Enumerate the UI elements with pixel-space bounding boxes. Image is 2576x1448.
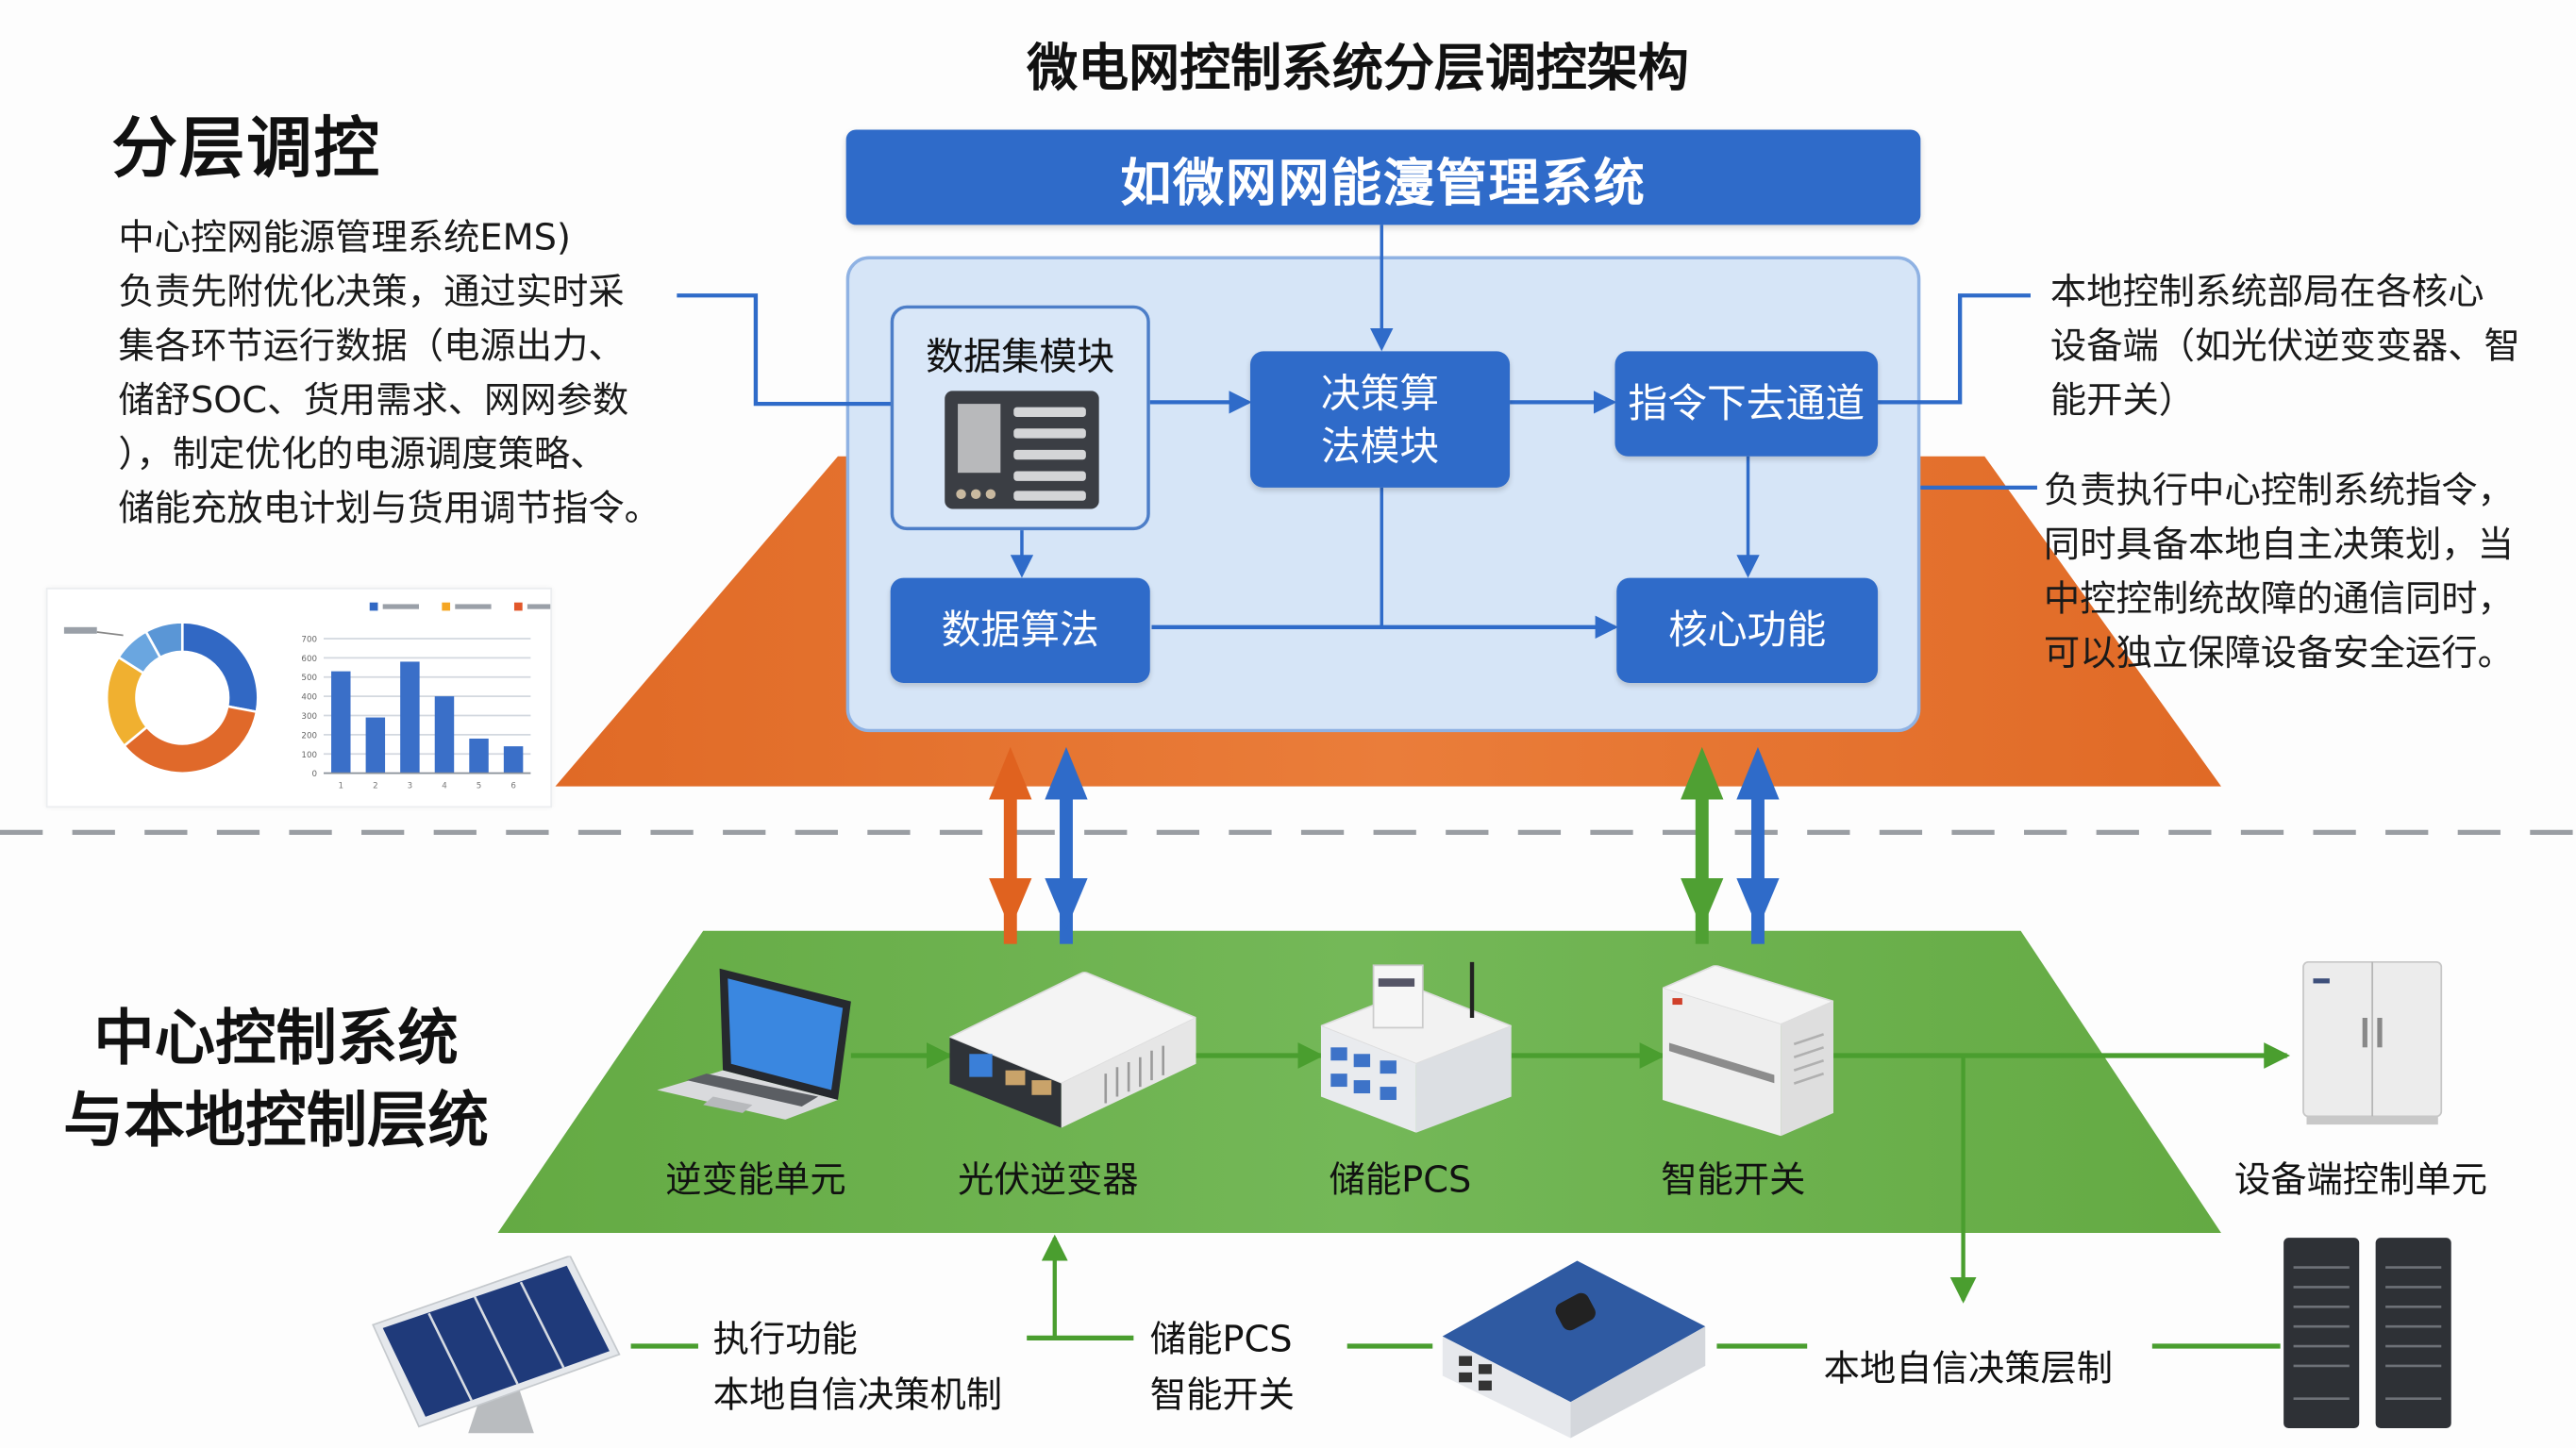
smart-switch-icon[interactable]: [1662, 965, 1834, 1137]
ems-banner: 如微网网能濅管理系统: [845, 129, 1921, 225]
cabinet-icon[interactable]: [2300, 958, 2445, 1126]
inverter-icon[interactable]: [949, 972, 1196, 1128]
command-channel-module[interactable]: 指令下去通道: [1614, 351, 1879, 457]
device-label: 设备端控制单元: [2233, 1160, 2488, 1202]
pcs-switch-label-line2: 智能开关: [1149, 1375, 1296, 1417]
command-channel-label: 指令下去通道: [1628, 380, 1865, 427]
execution-label: 执行功能 本地自信决策机制: [713, 1313, 1002, 1424]
pcs-icon[interactable]: [1320, 952, 1512, 1133]
donut-slice: [180, 621, 259, 714]
double-arrow-blue-left: [1045, 746, 1088, 944]
double-arrow-blue-right: [1736, 746, 1780, 944]
controller-box-icon[interactable]: [1442, 1260, 1709, 1441]
device-label: 智能开关: [1661, 1160, 1806, 1202]
decision-module-line1: 决策算: [1320, 370, 1440, 417]
local-control-description-line: 能开关）: [2049, 380, 2196, 423]
ems-description-line: 集各环节运行数据（电源出力、: [118, 326, 625, 368]
bar-y-tick-label: 0: [311, 770, 317, 779]
data-collection-label: 数据集模块: [926, 336, 1115, 380]
bar-y-tick-label: 200: [301, 731, 317, 741]
bar-y-tick-label: 500: [301, 674, 317, 683]
bar-y-tick-label: 100: [301, 751, 317, 760]
section-title-hierarchical: 分层调控: [111, 111, 381, 188]
bar-legend-label: [455, 604, 492, 609]
core-function-module[interactable]: 核心功能: [1616, 577, 1879, 683]
connector-right-desc-1: [1878, 293, 2031, 405]
local-execution-description-line: 可以独立保障设备安全运行。: [2043, 633, 2514, 675]
bar-x-tick-label: 6: [510, 781, 516, 791]
bar-x-tick-label: 1: [339, 781, 344, 791]
ems-description: 中心控网能源管理系统EMS) 负责先附优化决策，通过实时采 集各环节运行数据（电…: [118, 211, 661, 537]
bar-legend-swatch: [442, 602, 451, 611]
bar-chart: 0 100 200 300 400 500 600 700 1 2 3 4 5 6: [301, 602, 551, 791]
local-decision-label: 本地自信决策层制: [1823, 1349, 2114, 1391]
bar: [365, 717, 386, 774]
lower-title-line2: 与本地控制层统: [63, 1085, 489, 1157]
bar-y-tick-label: 400: [301, 693, 317, 703]
donut-annotation-leader: [96, 631, 124, 637]
connector-left-desc: [677, 293, 893, 407]
bar: [469, 738, 489, 774]
local-execution-description: 负责执行中心控制系统指令， 同时具备本地自主决策划，当 中控控制统故障的通信同时…: [2044, 465, 2514, 682]
laptop-icon[interactable]: [654, 965, 858, 1120]
bar-legend-label: [527, 604, 551, 609]
dashboard-thumbnail: 0 100 200 300 400 500 600 700 1 2 3 4 5 6: [45, 588, 553, 808]
donut-chart: [63, 621, 259, 774]
donut-annotation-label: [63, 626, 97, 634]
bar-y-tick-label: 300: [301, 712, 317, 722]
data-panel-icon: [945, 391, 1099, 509]
local-control-description: 本地控制系统部局在各核心 设备端（如光伏逆变变器、智 能开关）: [2050, 266, 2520, 428]
server-rack-icon[interactable]: [2281, 1235, 2462, 1435]
local-execution-description-line: 同时具备本地自主决策划，当: [2043, 524, 2514, 567]
decision-algorithm-module[interactable]: 决策算 法模块: [1249, 351, 1511, 488]
data-algorithm-label: 数据算法: [941, 607, 1099, 654]
bar-legend-swatch: [369, 602, 378, 611]
bar: [503, 746, 524, 774]
bar-y-tick-label: 700: [301, 635, 317, 644]
execution-label-line2: 本地自信决策机制: [712, 1375, 1003, 1417]
double-arrow-orange: [989, 746, 1032, 944]
bar-legend-label: [382, 604, 419, 609]
donut-slice: [143, 621, 184, 659]
ems-description-line: 中心控网能源管理系统EMS): [118, 218, 571, 259]
ems-description-line: 储能充放电计划与货用调节指令。: [118, 489, 661, 531]
ems-banner-title: 如微网网能濅管理系统: [1120, 153, 1647, 213]
local-execution-description-line: 负责执行中心控制系统指令，: [2043, 471, 2514, 512]
bar-legend-swatch: [513, 602, 523, 611]
ems-description-line: ），制定优化的电源调度策略、: [118, 435, 607, 476]
device-label: 逆变能单元: [665, 1160, 846, 1202]
bar: [331, 671, 351, 774]
diagram-title: 微电网控制系统分层调控架构: [1027, 39, 1689, 99]
local-control-description-line: 设备端（如光伏逆变变器、智: [2049, 326, 2520, 368]
device-label: 储能PCS: [1329, 1160, 1472, 1202]
core-function-label: 核心功能: [1668, 607, 1827, 654]
bar-x-tick-label: 4: [442, 781, 447, 791]
bar-x-tick-label: 3: [408, 781, 413, 791]
ems-description-line: 负责先附优化决策，通过实时采: [118, 272, 625, 314]
double-arrow-green: [1681, 746, 1724, 944]
data-collection-module[interactable]: 数据集模块: [890, 305, 1150, 531]
bar-x-tick-label: 2: [373, 781, 378, 791]
lower-section-title: 中心控制系统 与本地控制层统: [46, 998, 507, 1162]
donut-slice: [122, 705, 259, 774]
ems-description-line: 储舒SOC、货用需求、网网参数: [118, 380, 629, 423]
bar-x-tick-label: 5: [477, 781, 482, 791]
decision-module-line2: 法模块: [1320, 423, 1440, 469]
execution-label-line1: 执行功能: [712, 1320, 858, 1361]
bar: [434, 696, 455, 774]
data-algorithm-module[interactable]: 数据算法: [890, 577, 1150, 683]
device-label: 光伏逆变器: [958, 1160, 1139, 1202]
pcs-switch-label: 储能PCS 智能开关: [1150, 1313, 1295, 1424]
lower-title-line1: 中心控制系统: [93, 1003, 459, 1074]
bar-y-tick-label: 600: [301, 655, 317, 664]
local-execution-description-line: 中控控制统故障的通信同时，: [2043, 579, 2514, 621]
pcs-switch-label-line1: 储能PCS: [1149, 1320, 1293, 1361]
bar: [400, 661, 420, 774]
local-control-description-line: 本地控制系统部局在各核心: [2049, 272, 2484, 314]
solar-panel-icon[interactable]: [370, 1256, 633, 1440]
